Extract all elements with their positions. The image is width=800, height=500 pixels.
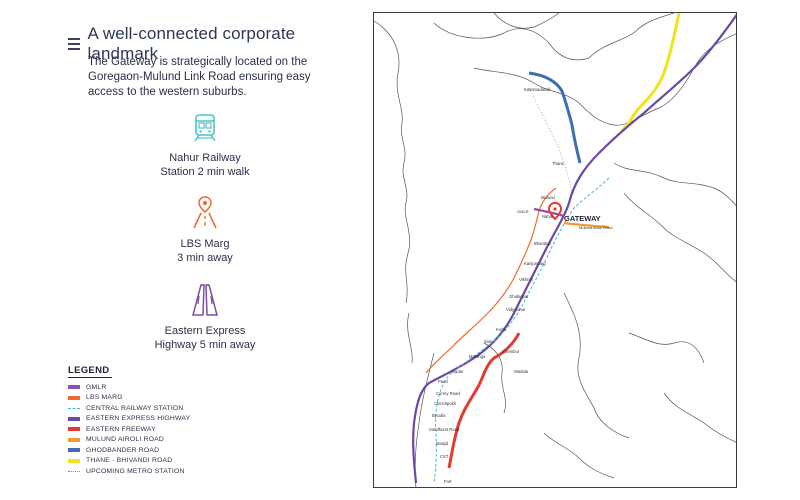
legend-label: EASTERN EXPRESS HIGHWAY	[86, 415, 191, 423]
legend-label: EASTERN FREEWAY	[86, 425, 156, 433]
station-label: Byculla	[432, 413, 446, 418]
feature-railway: Nahur Railway Station 2 min walk	[130, 113, 280, 179]
mulund-airoli-map-label: Mulund Airoli Road	[579, 225, 613, 230]
station-label: Nahur	[542, 214, 554, 219]
location-map[interactable]: GATEWAY GMLR Mulund Airoli Road Kasarvad…	[373, 12, 737, 488]
station-label: Currey Road	[436, 391, 460, 396]
ghodbander-road	[528, 71, 582, 164]
station-label: Ghatkopar	[509, 294, 529, 299]
station-label: Sandhurst Road	[429, 427, 460, 432]
map-legend: LEGEND GMLR LBS MARG CENTRAL RAILWAY STATI…	[68, 365, 268, 477]
road-pin-icon	[193, 196, 217, 229]
legend-label: GHODBANDER ROAD	[86, 446, 160, 454]
feature-lbs-marg: LBS Marg 3 min away	[130, 195, 280, 265]
mulund-airoli-road	[563, 221, 610, 229]
legend-item: GMLR	[68, 382, 268, 393]
station-label: Chembur	[502, 349, 520, 354]
gateway-label: GATEWAY	[564, 214, 601, 223]
legend-swatch	[68, 407, 80, 409]
coastline	[374, 13, 736, 487]
menu-lines-icon	[68, 38, 80, 50]
feature-lbs-line1: LBS Marg	[180, 238, 230, 250]
station-label: Fort	[444, 479, 452, 484]
feature-railway-line1: Nahur Railway	[169, 152, 241, 164]
station-label: Wadala	[514, 369, 529, 374]
station-label: Bhandup	[534, 241, 551, 246]
info-panel: A well-connected corporate landmark The …	[0, 0, 360, 500]
feature-railway-line2: Station 2 min walk	[160, 166, 250, 178]
station-label: Matunga	[469, 354, 486, 359]
feature-lbs-label: LBS Marg 3 min away	[130, 237, 280, 265]
legend-item: EASTERN EXPRESS HIGHWAY	[68, 414, 268, 425]
legend-item: EASTERN FREEWAY	[68, 424, 268, 435]
legend-item: UPCOMING METRO STATION	[68, 466, 268, 477]
legend-swatch	[68, 385, 80, 390]
station-label: Chinchpokli	[434, 401, 456, 406]
station-label: Vikhroli	[519, 277, 533, 282]
legend-swatch	[68, 416, 80, 421]
feature-lbs-line2: 3 min away	[177, 252, 233, 264]
heading-row: A well-connected corporate landmark	[68, 24, 360, 64]
legend-swatch	[68, 395, 80, 400]
gateway-marker[interactable]	[547, 201, 563, 221]
station-label: Sion	[484, 339, 493, 344]
legend-item: CENTRAL RAILWAY STATION	[68, 403, 268, 414]
legend-swatch	[68, 427, 80, 432]
thane-bhivandi-road	[620, 13, 681, 132]
station-label: Mulund	[541, 195, 555, 200]
feature-highway-line2: Highway 5 min away	[154, 339, 256, 351]
feature-highway-line1: Eastern Express	[164, 325, 246, 337]
legend-label: UPCOMING METRO STATION	[86, 467, 185, 475]
legend-label: MULUND AIROLI ROAD	[86, 436, 165, 444]
legend-list: GMLR LBS MARG CENTRAL RAILWAY STATION EASTE…	[68, 382, 268, 477]
station-label: Dadar	[452, 369, 464, 374]
page-title: A well-connected corporate landmark	[87, 24, 296, 63]
gmlr-map-label: GMLR	[517, 209, 529, 214]
legend-swatch	[68, 448, 80, 453]
legend-swatch	[68, 458, 80, 463]
legend-swatch	[68, 470, 80, 472]
station-label: Kurla	[496, 327, 506, 332]
station-label: Kanjurmarg	[524, 261, 546, 266]
station-label: Vidyavihar	[506, 307, 526, 312]
station-label: CST	[440, 454, 449, 459]
highway-icon	[192, 284, 218, 316]
map-svg: GATEWAY GMLR Mulund Airoli Road Kasarvad…	[374, 13, 736, 487]
feature-highway-label: Eastern Express Highway 5 min away	[130, 324, 280, 352]
intro-text: The Gateway is strategically located on …	[88, 56, 311, 98]
station-label: Masjid	[436, 441, 449, 446]
legend-label: THANE - BHIVANDI ROAD	[86, 457, 173, 465]
station-label: Thane	[552, 161, 565, 166]
eastern-freeway	[447, 332, 521, 469]
station-label: Kasarvadavali	[524, 87, 550, 92]
feature-express-highway: Eastern Express Highway 5 min away	[130, 284, 280, 352]
legend-swatch	[68, 437, 80, 442]
legend-label: GMLR	[86, 383, 107, 391]
eastern-express-highway	[412, 13, 736, 484]
legend-item: LBS MARG	[68, 393, 268, 404]
legend-item: GHODBANDER ROAD	[68, 445, 268, 456]
metro-line	[528, 87, 573, 194]
central-railway	[433, 177, 610, 484]
station-label: Parel	[438, 379, 448, 384]
legend-label: LBS MARG	[86, 394, 123, 402]
feature-railway-label: Nahur Railway Station 2 min walk	[130, 151, 280, 179]
legend-item: MULUND AIROLI ROAD	[68, 435, 268, 446]
legend-label: CENTRAL RAILWAY STATION	[86, 404, 184, 412]
legend-item: THANE - BHIVANDI ROAD	[68, 456, 268, 467]
train-icon	[194, 114, 216, 142]
legend-title: LEGEND	[68, 365, 112, 378]
station-labels: KasarvadavaliThaneMulundNahurBhandupKanj…	[429, 87, 565, 484]
